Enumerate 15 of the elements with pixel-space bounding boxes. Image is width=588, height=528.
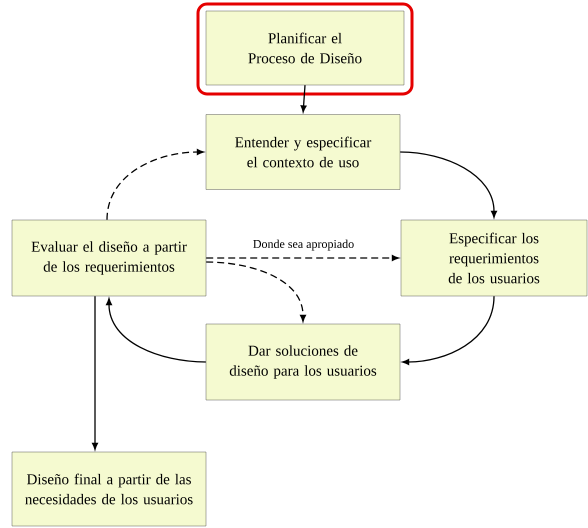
process-box: Evaluar el diseño a partir de los requerimientos [12,220,206,296]
process-box: Planificar el Proceso de Diseño [206,10,404,86]
arrow [92,296,98,450]
process-box: Especificar los requerimientos de los usuarios [400,220,588,296]
process-box: Entender y especificar el contexto de uso [206,114,400,190]
arrow [206,261,306,322]
arrow [400,151,497,218]
process-box: Dar soluciones de diseño para los usuarios [206,324,400,400]
arrow [206,255,399,261]
arrow [300,85,307,112]
process-box: Diseño final a partir de las necesidades de los usuarios [12,452,206,526]
arrow [402,296,495,365]
arrow [106,298,206,363]
edge-label: Donde sea apropiado [252,238,356,252]
arrow [106,149,204,220]
